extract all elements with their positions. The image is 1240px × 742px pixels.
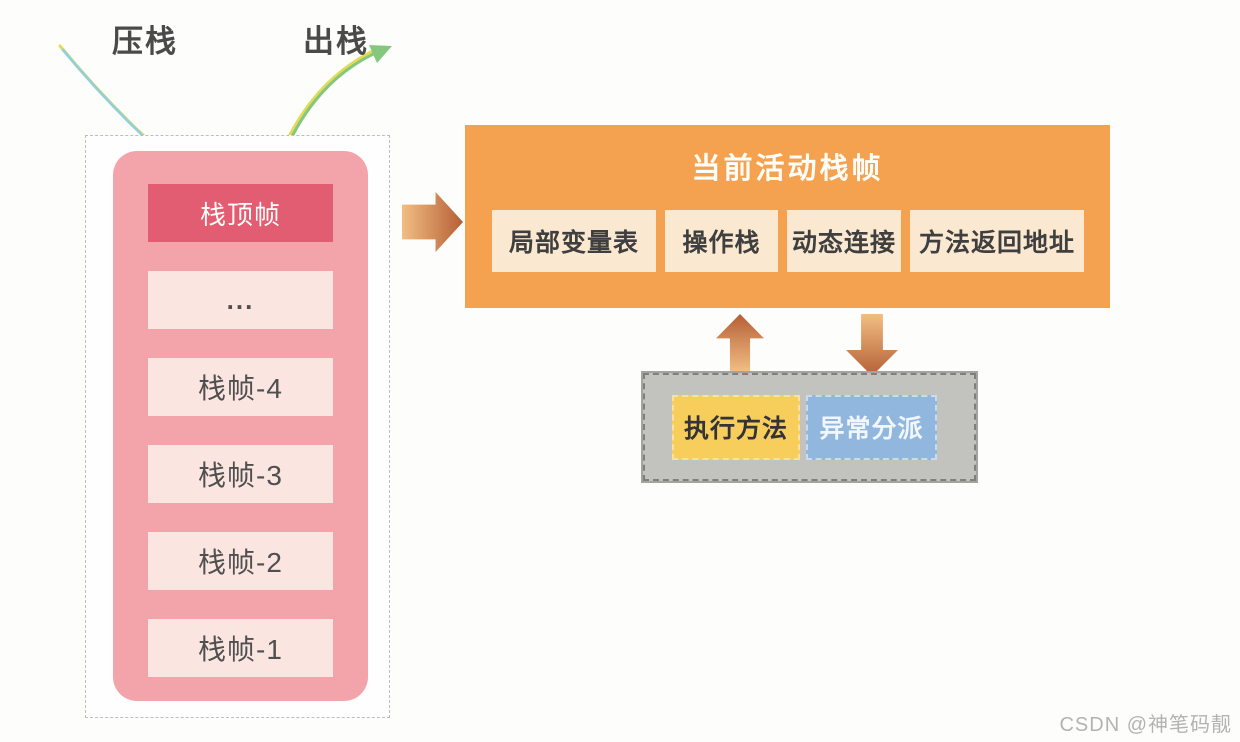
stack-body: 栈顶帧 ... 栈帧-4 栈帧-3 栈帧-2 栈帧-1 xyxy=(113,151,368,701)
dispatch-panel: 执行方法 异常分派 xyxy=(643,373,976,481)
execute-method-box: 执行方法 xyxy=(672,394,800,460)
pop-label: 出栈 xyxy=(303,24,369,59)
exception-dispatch-box: 异常分派 xyxy=(806,394,937,460)
stack-frame: 栈帧-4 xyxy=(148,358,333,416)
component-method-return-address: 方法返回地址 xyxy=(910,210,1084,272)
flow-arrow-down-icon xyxy=(846,314,898,376)
stack-container: 栈顶帧 ... 栈帧-4 栈帧-3 栈帧-2 栈帧-1 xyxy=(85,135,390,718)
active-frame-components: 局部变量表 操作栈 动态连接 方法返回地址 xyxy=(492,210,1088,272)
watermark: CSDN @神笔码靓 xyxy=(1059,714,1232,736)
component-dynamic-link: 动态连接 xyxy=(787,210,901,272)
stack-frame-ellipsis: ... xyxy=(148,271,333,329)
stack-frame: 栈帧-2 xyxy=(148,532,333,590)
stack-top-frame: 栈顶帧 xyxy=(148,184,333,242)
stack-frame: 栈帧-3 xyxy=(148,445,333,503)
push-label: 压栈 xyxy=(112,24,178,59)
component-local-variable-table: 局部变量表 xyxy=(492,210,656,272)
active-frame-panel: 当前活动栈帧 局部变量表 操作栈 动态连接 方法返回地址 xyxy=(465,125,1110,308)
stack-frame: 栈帧-1 xyxy=(148,619,333,677)
active-frame-title: 当前活动栈帧 xyxy=(691,153,884,185)
flow-arrow-up-icon xyxy=(716,314,764,372)
component-operand-stack: 操作栈 xyxy=(665,210,778,272)
